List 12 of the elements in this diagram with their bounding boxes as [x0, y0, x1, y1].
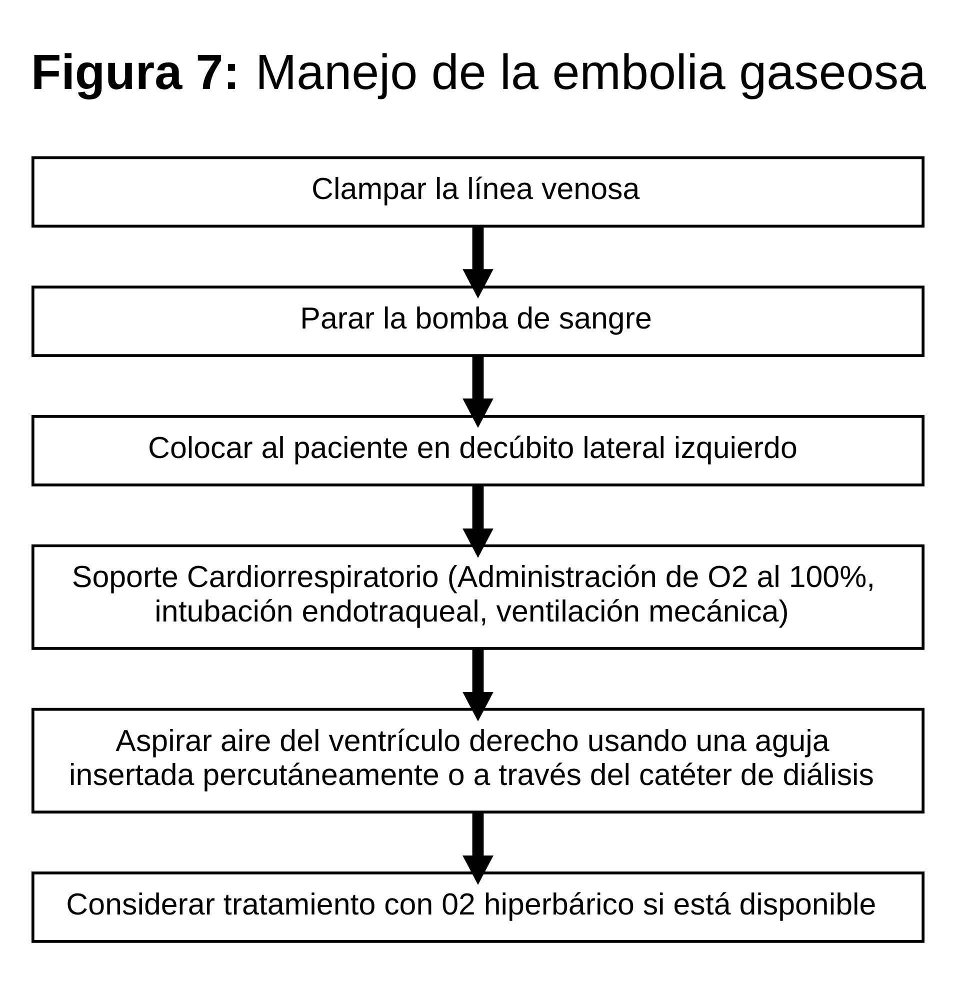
node-box: Parar la bomba de sangre — [31, 286, 925, 357]
diagram-title: Figura 7: Manejo de la embolia gaseosa — [31, 44, 926, 100]
node-box: Clampar la línea venosa — [31, 156, 925, 228]
arrow — [462, 484, 494, 558]
node-box: Soporte Cardiorrespiratorio (Administración de O2 al 100%, intubación endotraqueal, ventilación mecánica) — [31, 544, 925, 650]
node-box: Considerar tratamiento con 02 hiperbárico si está disponible — [31, 871, 925, 943]
arrow — [462, 356, 494, 428]
arrow — [462, 812, 494, 885]
arrow — [462, 226, 494, 298]
node-box: Colocar al paciente en decúbito lateral izquierdo — [31, 414, 925, 486]
node-box: Aspirar aire del ventrículo derecho usando una aguja insertada percutáneamente o a través del catéter de diálisis — [31, 708, 925, 814]
arrow — [462, 648, 494, 722]
